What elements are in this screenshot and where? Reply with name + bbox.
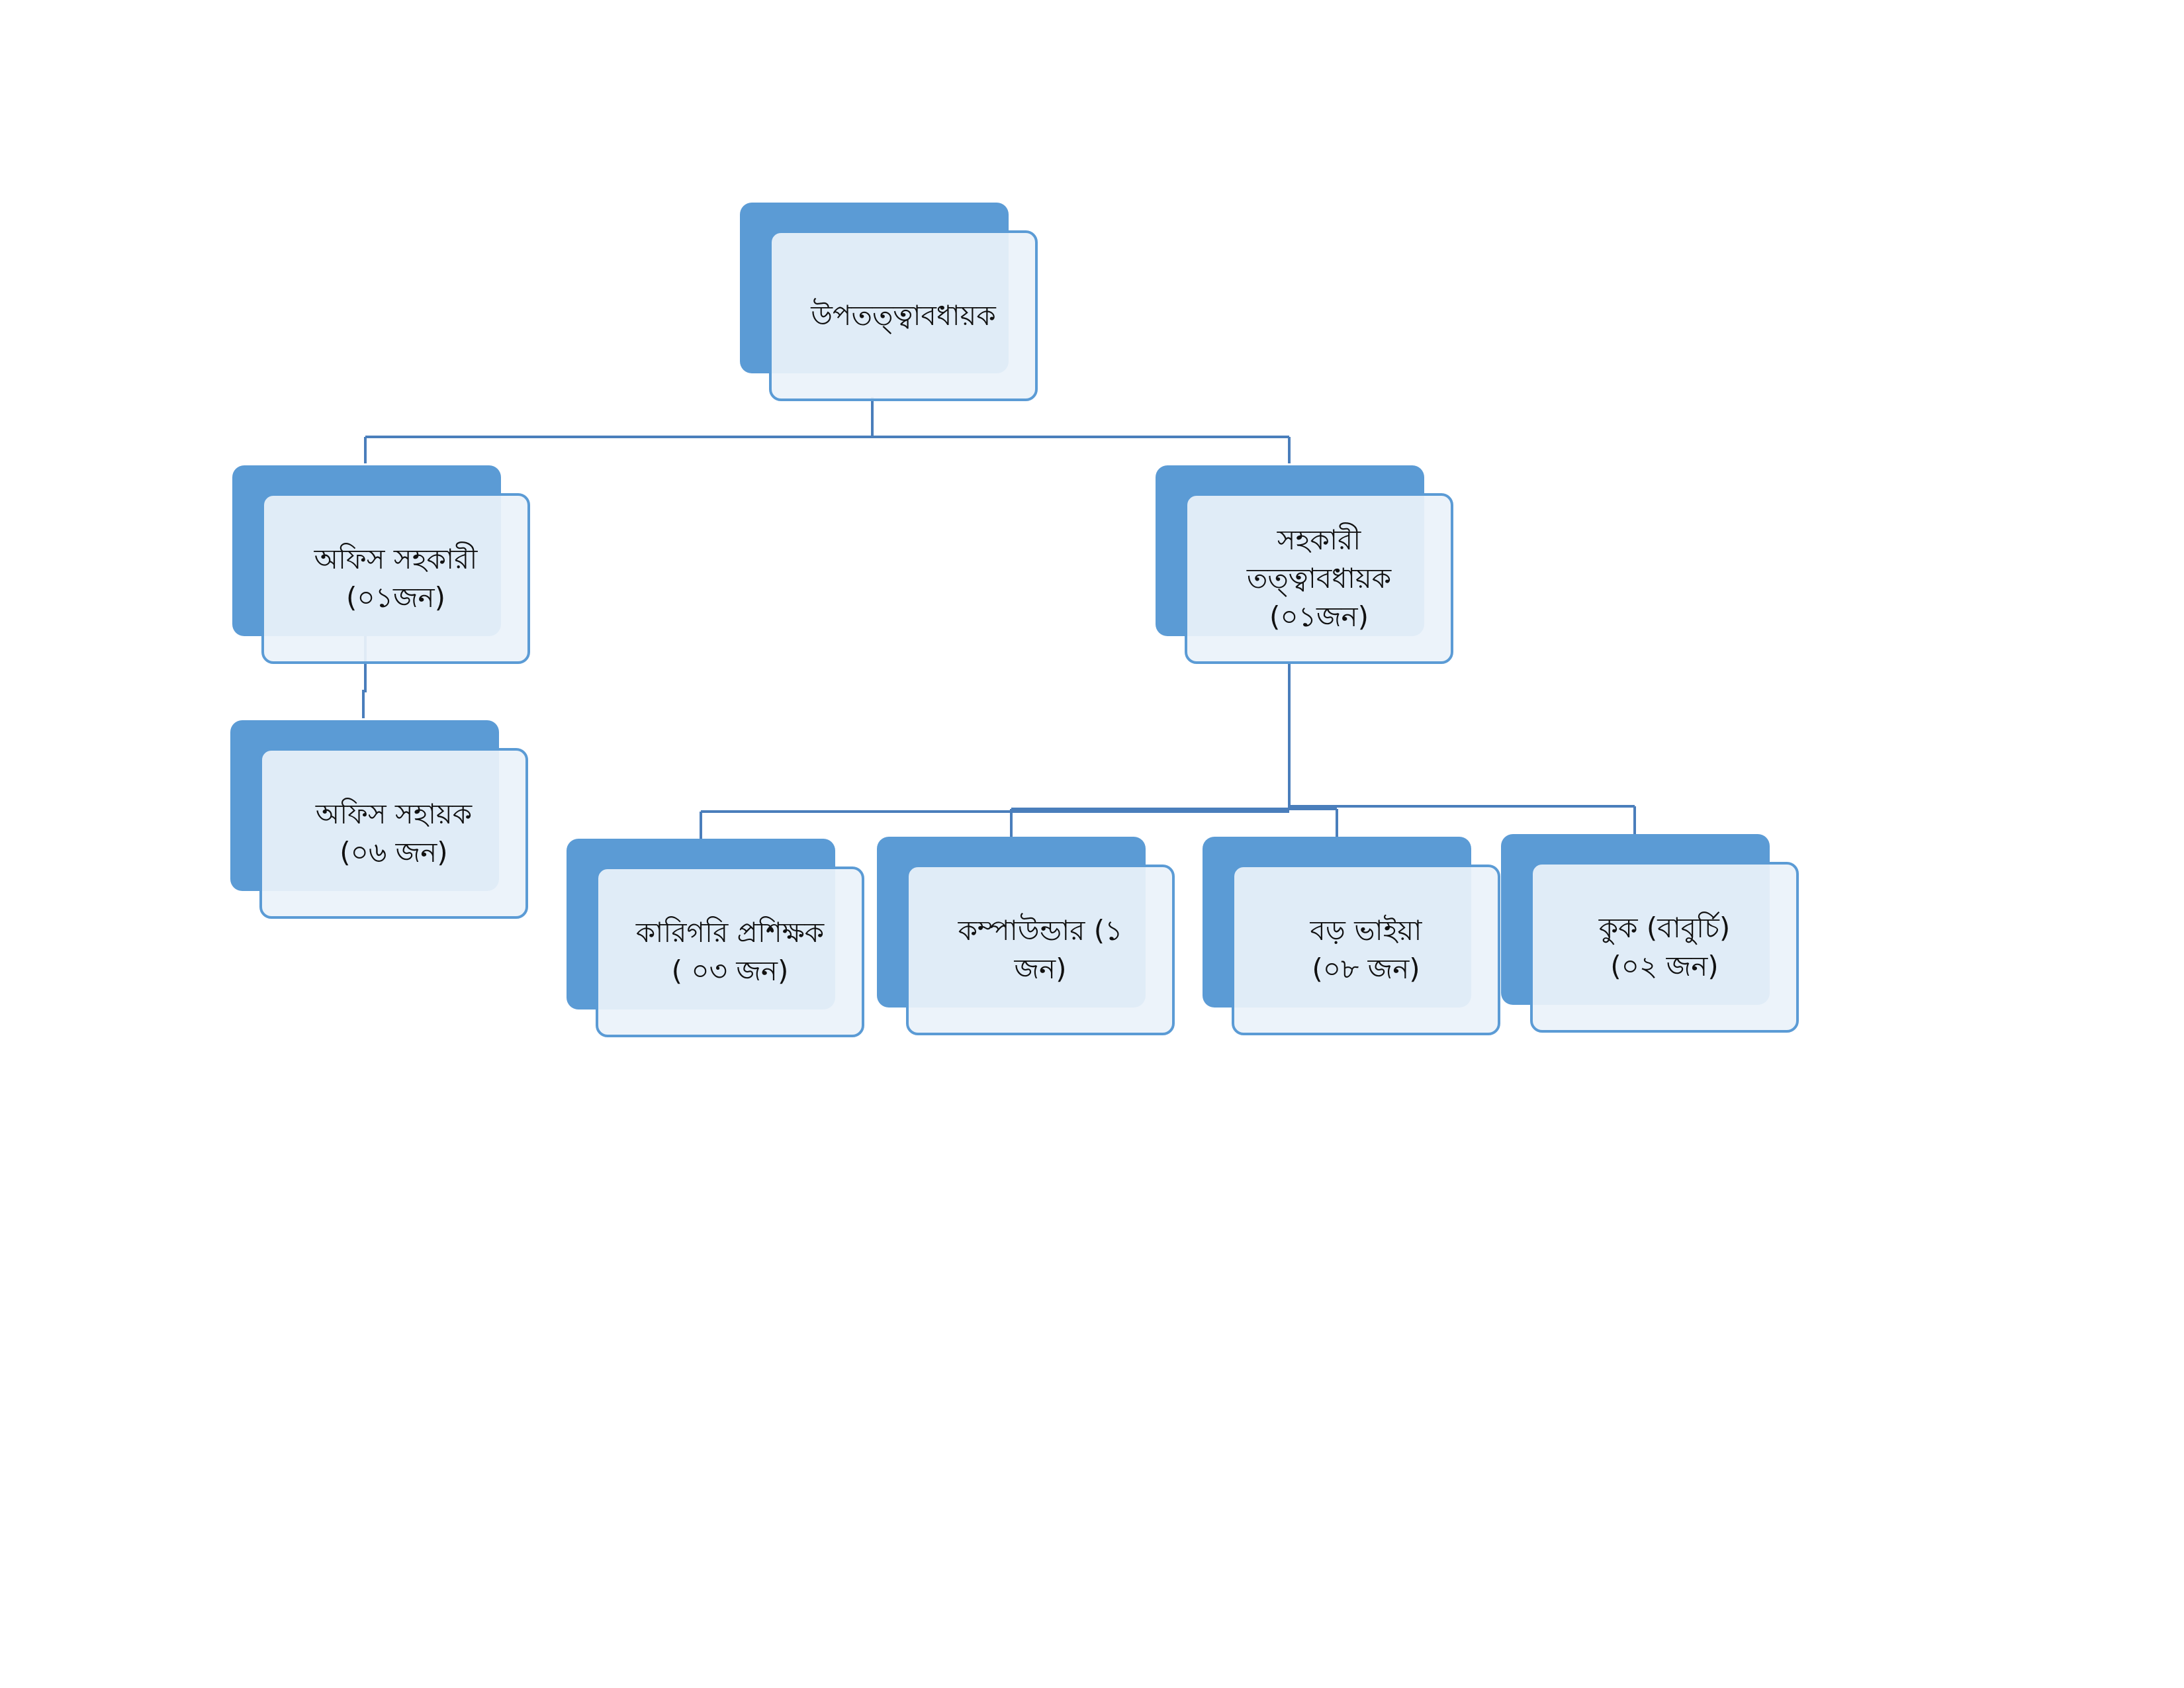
- node-label-line: কম্পাউন্ডার (১: [958, 914, 1123, 947]
- node-label-line: ( ০৩ জন): [671, 955, 789, 987]
- node-label: অফিস সহায়ক (০৬ জন): [259, 748, 528, 919]
- node-label-line: বড় ভাইয়া: [1310, 914, 1422, 947]
- node-label-line: কুক (বাবুর্চি): [1598, 912, 1731, 944]
- node-label: সহকারী তত্ত্বাবধায়ক (০১জন): [1185, 493, 1453, 664]
- node-label-line: (০৮ জন): [1312, 953, 1420, 985]
- node-card: [1530, 862, 1799, 1033]
- node-card: [596, 867, 864, 1037]
- node-label-line: সহকারী: [1277, 524, 1361, 556]
- node-label: কুক (বাবুর্চি) (০২ জন): [1530, 862, 1799, 1033]
- node-label-line: (০১জন): [1269, 600, 1369, 633]
- node-label-line: (০২ জন): [1610, 950, 1719, 982]
- node-card: [1185, 493, 1453, 664]
- node-label-line: কারিগরি প্রশিক্ষক: [635, 916, 825, 949]
- node-label: কম্পাউন্ডার (১ জন): [906, 865, 1175, 1035]
- node-card: [1232, 865, 1500, 1035]
- node-label-line: (০৬ জন): [340, 836, 448, 868]
- node-card: [259, 748, 528, 919]
- node-label-line: তত্ত্বাবধায়ক: [1246, 562, 1392, 594]
- node-card: [769, 230, 1038, 401]
- node-label-line: জন): [1014, 953, 1067, 985]
- node-label: উপতত্ত্বাবধায়ক: [769, 230, 1038, 401]
- node-label-line: (০১জন): [346, 581, 445, 614]
- node-label: কারিগরি প্রশিক্ষক ( ০৩ জন): [596, 867, 864, 1037]
- node-label: অফিস সহকারী (০১জন): [261, 493, 530, 664]
- node-card: [906, 865, 1175, 1035]
- node-card: [261, 493, 530, 664]
- node-label-line: অফিস সহকারী: [314, 543, 478, 575]
- node-label-line: উপতত্ত্বাবধায়ক: [811, 299, 996, 332]
- node-label: বড় ভাইয়া (০৮ জন): [1232, 865, 1500, 1035]
- node-label-line: অফিস সহায়ক: [315, 798, 473, 830]
